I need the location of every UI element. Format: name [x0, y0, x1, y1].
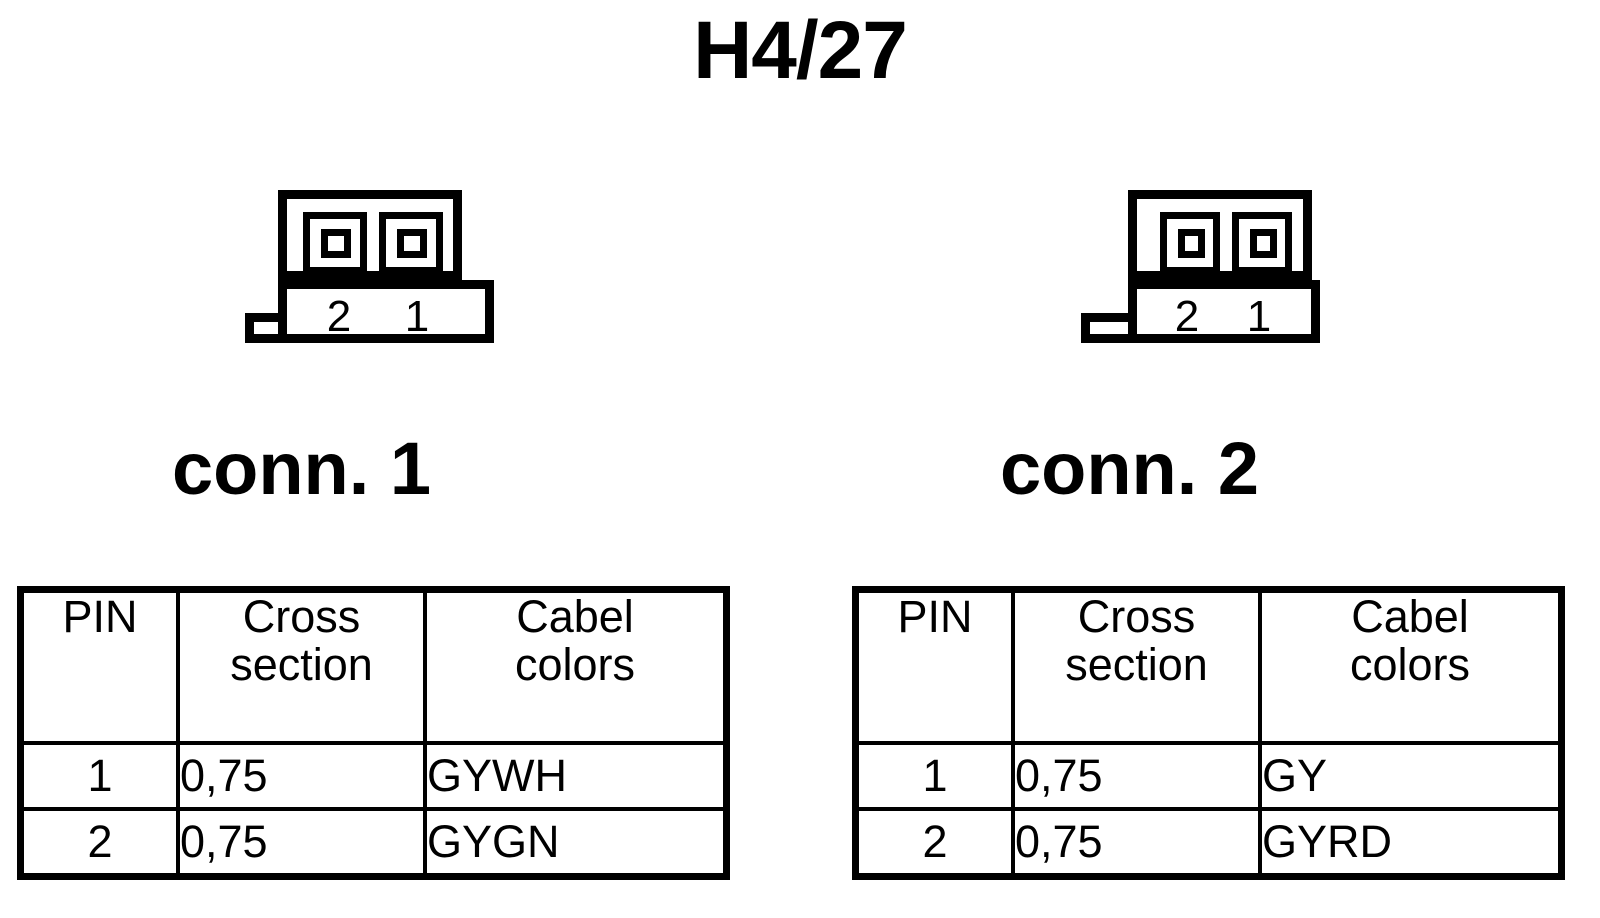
header-pin: PIN: [852, 586, 1015, 745]
cell-pin: 2: [17, 807, 180, 880]
connector-2-caption: conn. 2: [1000, 427, 1260, 510]
connector-1-pin-cavity-1: [379, 212, 443, 274]
header-cable-colors: Cabel colors: [423, 586, 730, 745]
cell-cross-section: 0,75: [176, 807, 427, 880]
connector-1-pin-contact-1: [397, 229, 427, 258]
header-pin: PIN: [17, 586, 180, 745]
cell-pin: 1: [17, 741, 180, 811]
page-title: H4/27: [693, 5, 908, 96]
header-cable-colors-line1: Cabel: [516, 591, 634, 642]
header-cable-colors-line2: colors: [514, 638, 636, 690]
header-cross-section-line2: section: [230, 638, 373, 690]
header-cross-section: Cross section: [176, 586, 427, 745]
connector-1-pin-table: PIN Cross section Cabel colors 1 0,75 GY…: [17, 586, 730, 880]
connector-2-latch-tab: [1081, 313, 1137, 343]
cell-pin: 2: [852, 807, 1015, 880]
connector-2-pin-contact-1: [1250, 229, 1277, 258]
table-row: 1 0,75 GYWH: [17, 741, 730, 811]
connector-1-pin-label-1: 1: [404, 292, 430, 341]
connector-2-pin-label-1: 1: [1246, 292, 1272, 341]
connector-1-lower-body: 2 1: [278, 280, 494, 343]
cell-cable-colors: GY: [1258, 741, 1565, 811]
connector-1-pin-label-2: 2: [326, 292, 352, 341]
connector-2-upper-housing: [1128, 190, 1312, 280]
connector-1-symbol: 2 1: [240, 185, 510, 350]
connector-1-caption: conn. 1: [172, 427, 432, 510]
table-header-row: PIN Cross section Cabel colors: [852, 586, 1565, 745]
connector-2-pin-cavity-2: [1160, 212, 1220, 274]
cell-cross-section: 0,75: [1011, 741, 1262, 811]
connector-2-symbol: 2 1: [1076, 185, 1346, 350]
cell-cable-colors: GYWH: [423, 741, 730, 811]
header-cross-section-line2: section: [1065, 638, 1208, 690]
connector-2-pin-label-2: 2: [1174, 292, 1200, 341]
cell-pin: 1: [852, 741, 1015, 811]
cell-cross-section: 0,75: [1011, 807, 1262, 880]
connector-2-pin-cavity-1: [1232, 212, 1292, 274]
cell-cable-colors: GYRD: [1258, 807, 1565, 880]
header-cable-colors-line1: Cabel: [1351, 591, 1469, 642]
connector-2-pin-table: PIN Cross section Cabel colors 1 0,75 GY…: [852, 586, 1565, 880]
connector-2-lower-body: 2 1: [1128, 280, 1320, 343]
header-cross-section: Cross section: [1011, 586, 1262, 745]
header-cross-section-line1: Cross: [1077, 591, 1196, 642]
connector-1-pin-contact-2: [321, 229, 351, 258]
header-cross-section-line1: Cross: [242, 591, 361, 642]
connector-2-pin-contact-2: [1178, 229, 1205, 258]
table-header-row: PIN Cross section Cabel colors: [17, 586, 730, 745]
cell-cross-section: 0,75: [176, 741, 427, 811]
table-row: 2 0,75 GYGN: [17, 807, 730, 880]
cell-cable-colors: GYGN: [423, 807, 730, 880]
header-cable-colors: Cabel colors: [1258, 586, 1565, 745]
header-cable-colors-line2: colors: [1349, 638, 1471, 690]
connector-1-pin-cavity-2: [303, 212, 367, 274]
connector-1-upper-housing: [278, 190, 462, 280]
table-row: 1 0,75 GY: [852, 741, 1565, 811]
table-row: 2 0,75 GYRD: [852, 807, 1565, 880]
